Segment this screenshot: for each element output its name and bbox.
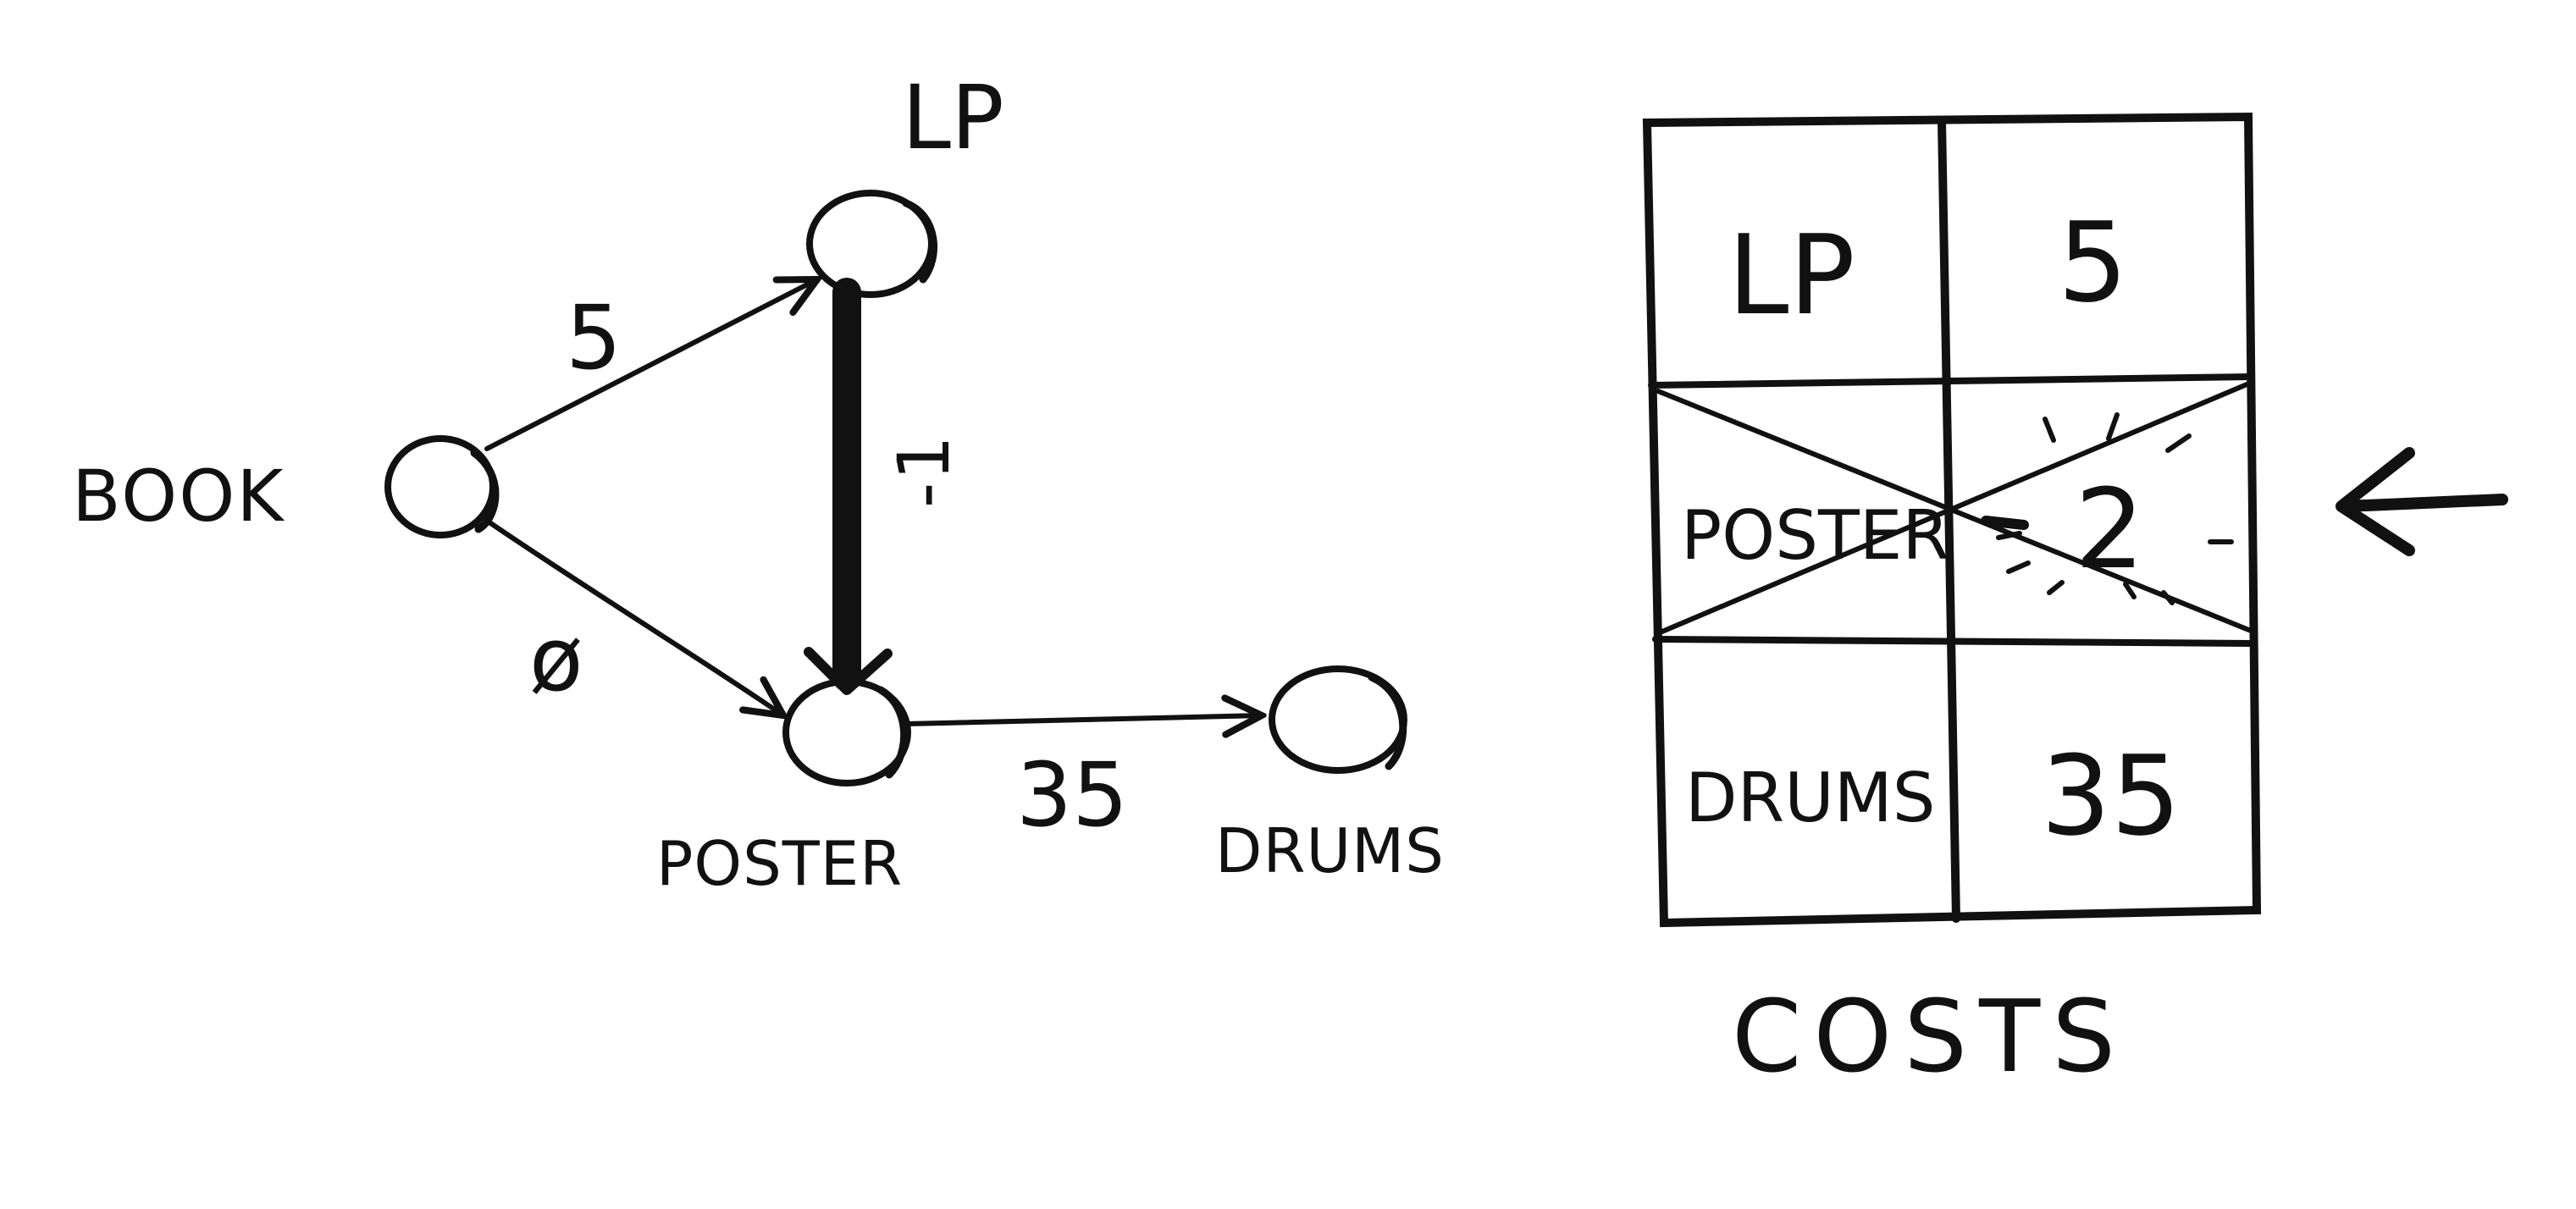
table-cell-node-poster: POSTER — [1681, 496, 1949, 575]
table-column-divider — [1938, 116, 1960, 923]
table-cell-cost-drums: 35 — [2041, 731, 2181, 860]
edge-weight-poster-drums: 35 — [1016, 743, 1128, 847]
node-label-book: BOOK — [72, 455, 285, 538]
table-cell-node-lp: LP — [1727, 211, 1855, 340]
cross-out-line-2 — [1656, 380, 2253, 636]
cross-out-line-1 — [1656, 389, 2253, 633]
node-label-lp: LP — [902, 66, 1004, 169]
node-label-poster: POSTER — [656, 828, 903, 899]
table-cell-cost-poster: 2 — [2075, 465, 2145, 593]
edge-book-lp — [484, 279, 817, 451]
edge-book-poster — [484, 518, 783, 715]
node-label-drums: DRUMS — [1215, 815, 1445, 886]
edge-weight-book-poster: ø — [529, 608, 583, 711]
node-drums-circle-overstroke — [1368, 673, 1407, 770]
node-poster-circle-overstroke — [876, 686, 909, 779]
edge-poster-drums — [904, 715, 1262, 724]
update-highlight-marks — [1981, 412, 2234, 605]
edge-lp-poster-arrowhead — [804, 647, 893, 695]
graph — [384, 190, 1407, 787]
edge-weight-lp-poster: -1 — [882, 433, 965, 508]
edge-weight-book-lp: 5 — [566, 286, 622, 389]
costs-table — [1642, 112, 2262, 928]
table-cell-node-drums: DRUMS — [1685, 759, 1936, 837]
table-row-divider-1 — [1648, 373, 2254, 389]
node-book-circle-overstroke — [470, 449, 500, 533]
arrow-left-icon — [2336, 447, 2508, 556]
table-title: COSTS — [1732, 978, 2127, 1095]
table-row-divider-2 — [1652, 636, 2256, 647]
table-frame — [1642, 112, 2262, 928]
table-cell-cost-lp: 5 — [2058, 198, 2128, 327]
node-lp-circle-overstroke — [902, 199, 938, 284]
